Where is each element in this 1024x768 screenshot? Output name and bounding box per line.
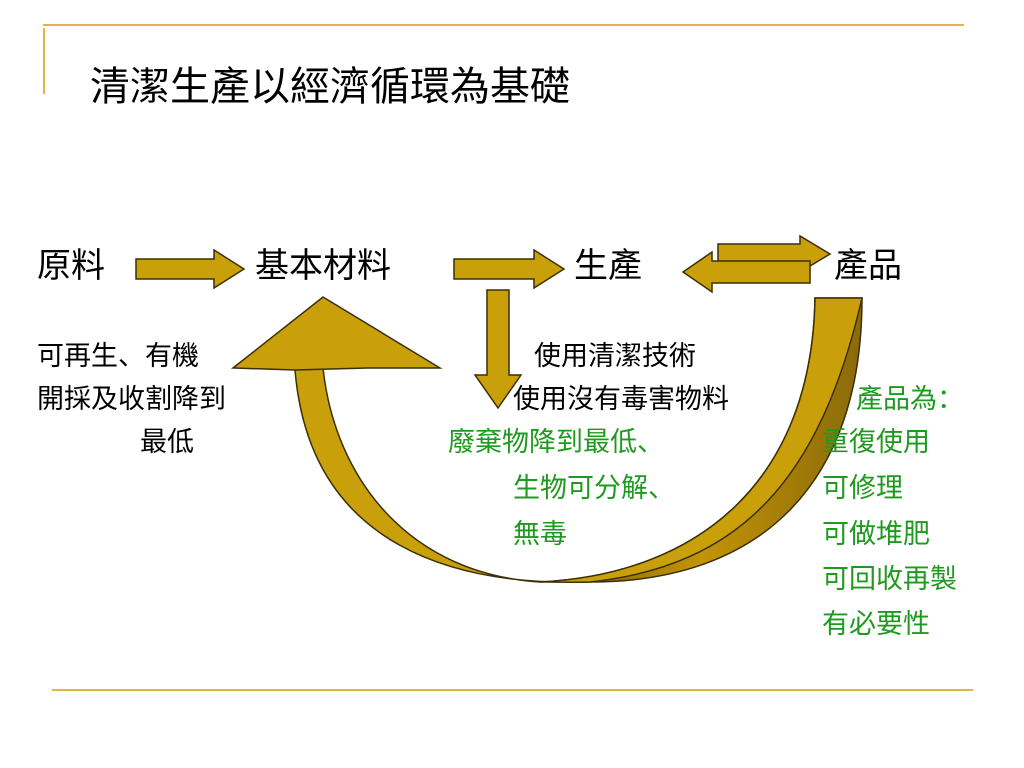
arrow-raw-to-basic xyxy=(135,248,246,290)
bottom-accent-line xyxy=(52,689,973,691)
arrow-basic-to-production xyxy=(453,248,566,290)
waste-note-line-2: 生物可分解、 xyxy=(513,473,675,504)
top-accent-line xyxy=(43,24,964,26)
arrow-product-to-production xyxy=(681,250,811,294)
node-raw-material: 原料 xyxy=(37,246,105,286)
waste-note-line-3: 無毒 xyxy=(513,519,567,550)
raw-material-note-line-2: 開採及收割降到 xyxy=(37,384,226,415)
slide-title: 清潔生產以經濟循環為基礎 xyxy=(90,64,570,110)
raw-material-note-line-1: 可再生、有機 xyxy=(37,341,199,372)
node-product: 產品 xyxy=(834,246,902,286)
product-note-necessary: 有必要性 xyxy=(822,609,930,640)
recycle-loop-arrowhead xyxy=(230,296,443,371)
product-note-repairable: 可修理 xyxy=(822,473,903,504)
arrow-production-down xyxy=(473,289,523,410)
production-note-line-2: 使用沒有毒害物料 xyxy=(513,384,729,415)
product-note-reuse: 重復使用 xyxy=(822,427,930,458)
left-accent-line xyxy=(43,28,45,94)
node-production: 生產 xyxy=(574,246,642,286)
node-basic-material: 基本材料 xyxy=(255,246,391,286)
product-note-heading: 產品為： xyxy=(856,384,964,415)
waste-note-line-1: 廢棄物降到最低、 xyxy=(448,427,664,458)
product-note-compostable: 可做堆肥 xyxy=(822,519,930,550)
product-note-recyclable: 可回收再製 xyxy=(822,564,957,595)
raw-material-note-line-3: 最低 xyxy=(140,427,194,458)
production-note-line-1: 使用清潔技術 xyxy=(534,341,696,372)
